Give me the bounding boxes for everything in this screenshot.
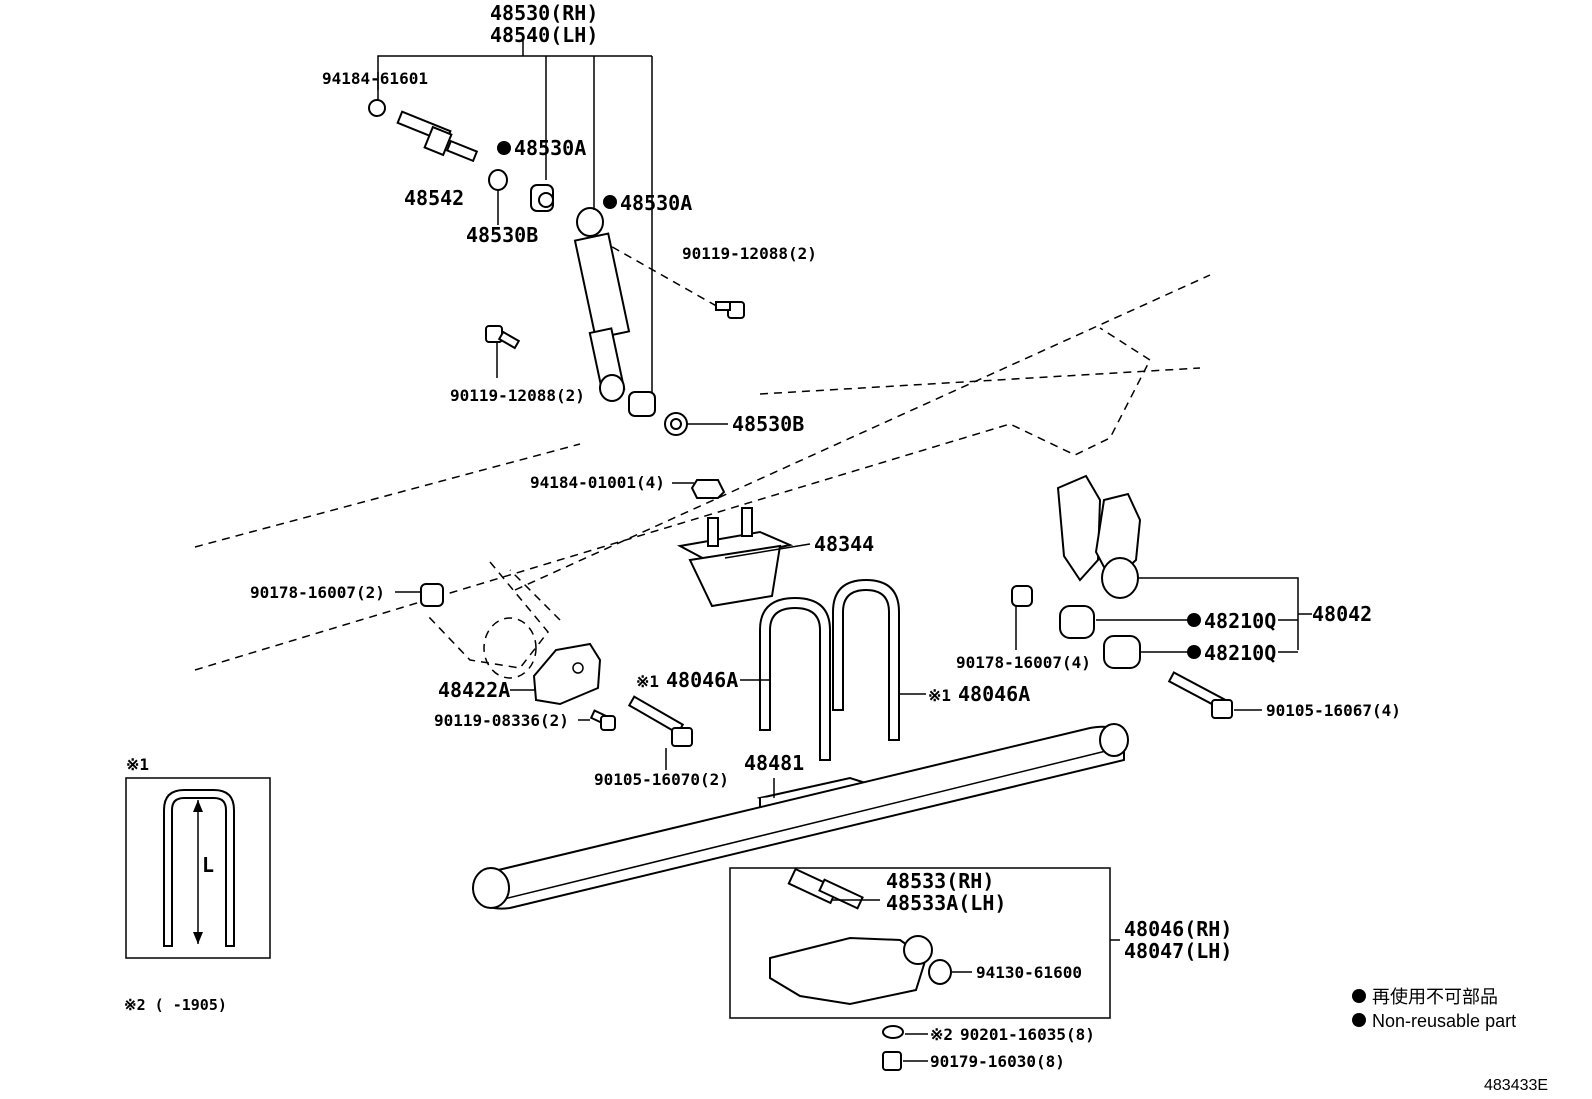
nut-94130-61600[interactable] [928,959,972,985]
shock-absorber[interactable] [573,207,631,402]
label-90119-12088-right: 90119-12088(2) [682,244,817,263]
bumper-48344[interactable] [676,507,811,608]
label-dimension-L: L [202,853,214,877]
bolt-90105-16070[interactable] [627,695,693,770]
shackle-48042[interactable] [1056,474,1299,650]
u-bolt-length-inset [125,777,271,959]
label-note1-prefix-left: ※1 [636,672,659,691]
label-48210Q-2: 48210Q [1204,641,1276,665]
shock-leader-lines [377,40,653,396]
label-note2-range: ※2 ( -1905) [124,996,227,1014]
leaf-spring[interactable] [472,723,1129,910]
non-reusable-markers [497,141,1366,1027]
upper-washer-48530B[interactable] [488,169,508,225]
nut-90179-16030[interactable] [882,1051,928,1071]
label-48530A-2: 48530A [620,191,692,215]
spring-plate[interactable] [769,935,933,1006]
shackle-bracket-lines [1278,613,1312,653]
bolt-48533[interactable] [787,867,880,910]
label-48533-rh: 48533(RH) [886,869,994,893]
label-94184-01001: 94184-01001(4) [530,473,665,492]
label-note1-marker: ※1 [126,755,149,774]
label-note2-prefix: ※2 [930,1025,953,1044]
upper-bushing-48530A[interactable] [530,184,554,212]
label-48542: 48542 [404,186,464,210]
label-90178-16007-left: 90178-16007(2) [250,583,385,602]
bushing-48210Q-1[interactable] [1059,605,1188,639]
spring-plate-inset [729,867,1120,1019]
bushing-48210Q-2[interactable] [1103,635,1188,669]
label-48530A-1: 48530A [514,136,586,160]
nut-90178-16007-right[interactable] [1011,585,1033,650]
label-48046A-right: 48046A [958,682,1030,706]
label-90179-16030: 90179-16030(8) [930,1052,1065,1071]
upper-stud-48542[interactable] [368,99,479,163]
label-90201-16035: 90201-16035(8) [960,1025,1095,1044]
bolt-90119-12088-right[interactable] [715,301,745,319]
nut-94184-01001[interactable] [672,479,726,499]
label-90105-16067: 90105-16067(4) [1266,701,1401,720]
label-48540-lh: 48540(LH) [490,23,598,47]
diagram-id: 483433E [1484,1077,1548,1094]
label-48042: 48042 [1312,602,1372,626]
label-48533A-lh: 48533A(LH) [886,891,1006,915]
lower-bushing-48530A[interactable] [628,391,656,417]
lower-washer-48530B[interactable] [664,412,728,436]
label-48047-lh: 48047(LH) [1124,939,1232,963]
label-48422A: 48422A [438,678,510,702]
label-90119-12088-left: 90119-12088(2) [450,386,585,405]
label-48481: 48481 [744,751,804,775]
label-94184-61601: 94184-61601 [322,69,428,88]
bracket-48422A[interactable] [510,642,602,706]
label-48530-rh: 48530(RH) [490,1,598,25]
label-90178-16007-right: 90178-16007(4) [956,653,1091,672]
bolt-90119-08336[interactable] [578,709,616,731]
label-48530B-top: 48530B [466,223,538,247]
u-bolt-48046A-right[interactable] [832,578,926,741]
label-48210Q-1: 48210Q [1204,609,1276,633]
frame-phantom [194,239,1211,679]
bolt-90119-12088-left[interactable] [485,325,521,378]
legend-jp: 再使用不可部品 [1372,987,1498,1007]
label-48344: 48344 [814,532,874,556]
label-48046A-left: 48046A [666,668,738,692]
nut-90178-16007-left[interactable] [395,583,444,607]
legend-en: Non-reusable part [1372,1011,1516,1031]
label-90105-16070: 90105-16070(2) [594,770,729,789]
label-48046-rh: 48046(RH) [1124,917,1232,941]
washer-90201-16035[interactable] [882,1025,928,1039]
label-94130-61600: 94130-61600 [976,963,1082,982]
label-48530B-bottom: 48530B [732,412,804,436]
label-90119-08336: 90119-08336(2) [434,711,569,730]
bolt-90105-16067[interactable] [1167,671,1262,719]
label-note1-prefix-right: ※1 [928,686,951,705]
u-bolt-48046A-left[interactable] [740,596,831,761]
